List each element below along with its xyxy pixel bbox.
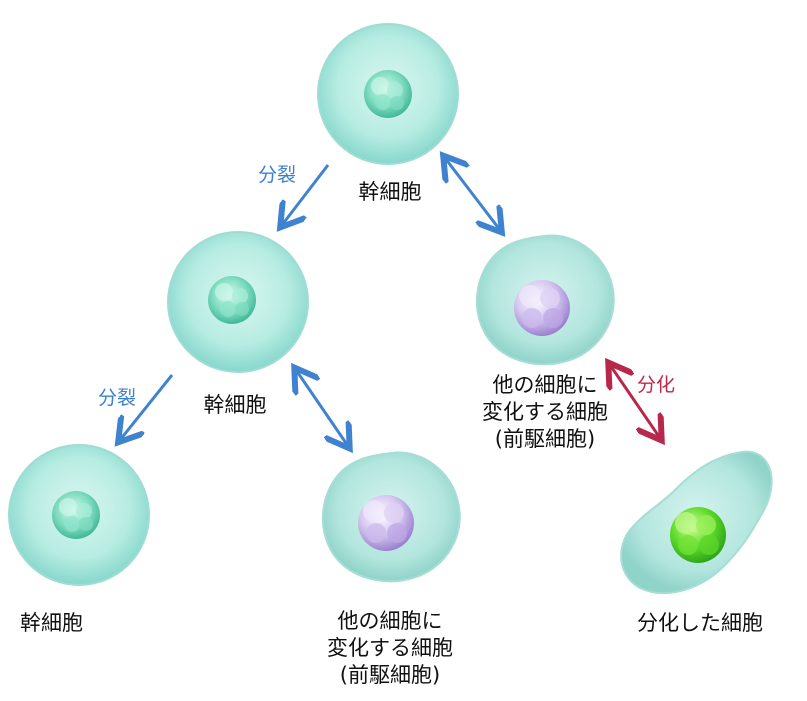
stem-cell-bottom <box>8 444 150 586</box>
progenitor-cell-bottom-label: 他の細胞に 変化する細胞 (前駆細胞) <box>305 608 475 689</box>
stem-cell-middle <box>167 231 309 373</box>
division-label-lower: 分裂 <box>98 387 137 409</box>
stem-progenitor-arrow-upper <box>445 158 500 230</box>
progenitor-cell-top <box>475 234 615 366</box>
progenitor-top-line-3: (前駆細胞) <box>494 427 596 451</box>
progenitor-top-line-2: 変化する細胞 <box>482 400 608 424</box>
progenitor-top-line-1: 他の細胞に <box>492 373 598 397</box>
stem-cell-bottom-label: 幹細胞 <box>20 611 83 635</box>
division-arrow-upper <box>282 164 330 225</box>
differentiated-cell-label: 分化した細胞 <box>637 611 763 635</box>
stem-cell-middle-label: 幹細胞 <box>203 393 267 417</box>
stem-nucleus-top <box>364 70 412 118</box>
division-arrow-lower <box>120 374 174 440</box>
progenitor-nucleus-top <box>514 280 570 336</box>
differentiated-cell <box>620 450 773 595</box>
differentiation-arrow <box>610 365 660 438</box>
stem-cell-top <box>317 23 459 165</box>
differentiation-label: 分化 <box>637 374 676 396</box>
progenitor-bottom-line-1: 他の細胞に <box>337 609 443 633</box>
progenitor-cell-top-label: 他の細胞に 変化する細胞 (前駆細胞) <box>460 372 630 453</box>
division-label-upper: 分裂 <box>258 164 297 186</box>
progenitor-nucleus-bottom <box>358 495 414 551</box>
progenitor-bottom-line-2: 変化する細胞 <box>327 636 453 660</box>
stem-nucleus-middle <box>208 276 256 324</box>
stem-progenitor-arrow-lower <box>296 370 348 446</box>
stem-nucleus-bottom <box>52 491 100 539</box>
stem-cell-top-label: 幹細胞 <box>358 180 422 204</box>
progenitor-bottom-line-3: (前駆細胞) <box>339 663 441 687</box>
differentiated-nucleus <box>670 507 726 563</box>
progenitor-cell-bottom <box>321 451 461 583</box>
